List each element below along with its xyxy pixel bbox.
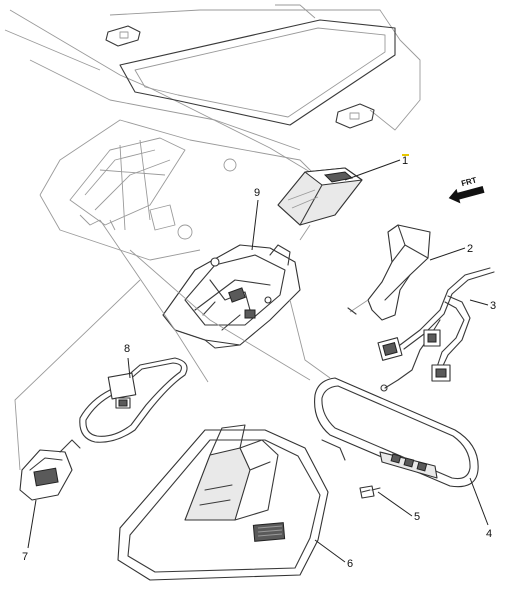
arrow-icon	[448, 185, 485, 204]
part-4-rearview-mirror	[314, 377, 479, 488]
highlight-mark	[402, 154, 409, 156]
part-7-connector-clip	[19, 439, 81, 501]
callout-9: 9	[254, 187, 260, 199]
part-2-mirror-cover	[347, 224, 431, 321]
roof-clip-top	[105, 25, 141, 47]
roof-clip-right	[335, 103, 375, 129]
callout-6: 6	[347, 558, 353, 570]
part-3-wiring-harness	[377, 267, 495, 392]
part-6-console-cover	[117, 424, 329, 581]
roof-panel-outline	[4, 9, 421, 261]
callout-5: 5	[414, 511, 420, 523]
callout-leaders	[27, 159, 489, 563]
sunroof-glass-outline	[119, 4, 396, 126]
callout-4: 4	[486, 528, 492, 540]
callout-7: 7	[22, 551, 28, 563]
callout-labels: 1 2 3 4 5 6 7 8 9	[22, 155, 496, 570]
part-8-wire-loop	[79, 357, 188, 443]
callout-8: 8	[124, 343, 130, 355]
front-label: FRT	[460, 175, 477, 188]
leader-lines	[14, 219, 331, 471]
part-1-overhead-module	[277, 167, 363, 226]
callout-1: 1	[402, 155, 408, 167]
part-5-screw	[359, 485, 381, 499]
part-9-mounting-bracket	[162, 244, 301, 349]
roof-bracket-sketch	[69, 137, 237, 240]
callout-2: 2	[467, 243, 473, 255]
callout-3: 3	[490, 300, 496, 312]
front-direction-indicator: FRT	[448, 175, 485, 204]
